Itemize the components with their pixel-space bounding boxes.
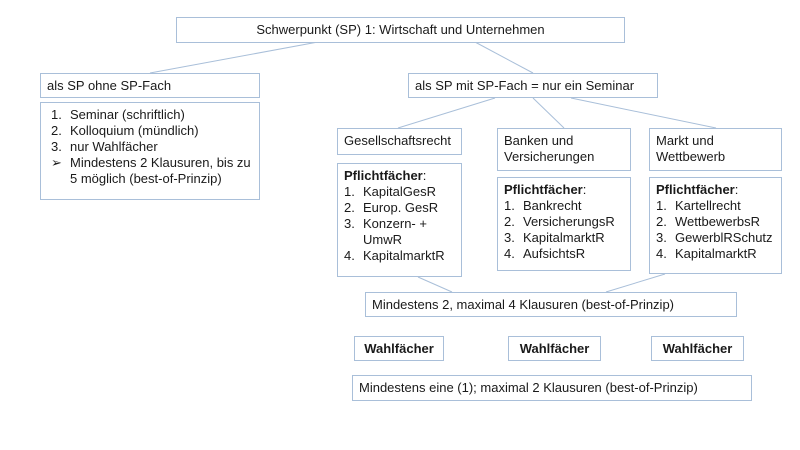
connector-root-left <box>149 41 319 74</box>
list-marker: 4. <box>656 246 667 261</box>
list-item: 2. VersicherungsR <box>504 214 624 230</box>
pflicht-rule-text: Mindestens 2, maximal 4 Klausuren (best-… <box>372 297 675 312</box>
list-text: KapitalmarktR <box>363 248 445 263</box>
list-text: Konzern- + UmwR <box>363 216 427 247</box>
list-marker: 3. <box>51 139 62 154</box>
pflicht-header: Pflichtfächer: <box>344 168 427 183</box>
list-text: VersicherungsR <box>523 214 615 229</box>
connector-right-col2 <box>532 97 565 129</box>
column-title-markt: Markt und Wettbewerb <box>649 128 782 171</box>
list-text: KapitalmarktR <box>675 246 757 261</box>
column-title: Banken und Versicherungen <box>504 133 595 164</box>
list-item: 1. Seminar (schriftlich) <box>51 107 253 123</box>
column-title-banken: Banken und Versicherungen <box>497 128 631 171</box>
arrow-bullet-icon: ➢ <box>51 155 62 170</box>
list-text: Mindestens 2 Klausuren, bis zu 5 möglich… <box>70 155 251 186</box>
list-item: 2. WettbewerbsR <box>656 214 775 230</box>
pflicht-header: Pflichtfächer: <box>504 182 587 197</box>
list-marker: 2. <box>504 214 515 229</box>
wahl-label-1: Wahlfächer <box>354 336 444 361</box>
left-branch-node: als SP ohne SP-Fach <box>40 73 260 98</box>
list-item: 3. Konzern- + UmwR <box>344 216 455 248</box>
right-branch-title: als SP mit SP-Fach = nur ein Seminar <box>415 78 635 93</box>
connector-right-col1 <box>397 97 496 129</box>
pflicht-list: 1. KapitalGesR 2. Europ. GesR 3. Konzern… <box>344 184 455 264</box>
list-item: 2. Kolloquium (mündlich) <box>51 123 253 139</box>
column-details-banken: Pflichtfächer: 1. Bankrecht 2. Versicher… <box>497 177 631 271</box>
root-title: Schwerpunkt (SP) 1: Wirtschaft und Unter… <box>256 22 545 37</box>
list-text: Europ. GesR <box>363 200 439 215</box>
list-marker: 3. <box>656 230 667 245</box>
list-marker: 2. <box>51 123 62 138</box>
list-text: WettbewerbsR <box>675 214 761 229</box>
list-item: ➢ Mindestens 2 Klausuren, bis zu 5 mögli… <box>51 155 253 187</box>
wahl-label-3: Wahlfächer <box>651 336 744 361</box>
pflicht-list: 1. Kartellrecht 2. WettbewerbsR 3. Gewer… <box>656 198 775 262</box>
list-text: KapitalGesR <box>363 184 436 199</box>
column-details-markt: Pflichtfächer: 1. Kartellrecht 2. Wettbe… <box>649 177 782 274</box>
list-marker: 3. <box>344 216 355 231</box>
column-details-gesellschaftsrecht: Pflichtfächer: 1. KapitalGesR 2. Europ. … <box>337 163 462 277</box>
list-item: 1. Kartellrecht <box>656 198 775 214</box>
list-marker: 1. <box>504 198 515 213</box>
left-details-list: 1. Seminar (schriftlich) 2. Kolloquium (… <box>51 107 253 187</box>
list-text: Kartellrecht <box>675 198 741 213</box>
wahl-label-2: Wahlfächer <box>508 336 601 361</box>
list-marker: 4. <box>504 246 515 261</box>
list-text: nur Wahlfächer <box>70 139 158 154</box>
list-item: 4. KapitalmarktR <box>344 248 455 264</box>
list-item: 4. AufsichtsR <box>504 246 624 262</box>
connector-col3-rule <box>605 273 666 293</box>
left-branch-title: als SP ohne SP-Fach <box>47 78 172 93</box>
column-title: Gesellschaftsrecht <box>344 133 451 148</box>
connector-root-right <box>474 41 534 74</box>
pflicht-list: 1. Bankrecht 2. VersicherungsR 3. Kapita… <box>504 198 624 262</box>
list-marker: 1. <box>344 184 355 199</box>
list-item: 4. KapitalmarktR <box>656 246 775 262</box>
pflicht-header: Pflichtfächer: <box>656 182 739 197</box>
list-text: Seminar (schriftlich) <box>70 107 185 122</box>
column-title-gesellschaftsrecht: Gesellschaftsrecht <box>337 128 462 155</box>
list-item: 3. nur Wahlfächer <box>51 139 253 155</box>
list-text: Bankrecht <box>523 198 582 213</box>
wahl-rule-text: Mindestens eine (1); maximal 2 Klausuren… <box>359 380 698 395</box>
list-item: 1. Bankrecht <box>504 198 624 214</box>
connector-right-col3 <box>570 97 717 129</box>
column-title: Markt und Wettbewerb <box>656 133 726 164</box>
list-text: GewerblRSchutz <box>675 230 773 245</box>
list-item: 1. KapitalGesR <box>344 184 455 200</box>
connector-col1-rule <box>417 276 453 293</box>
list-marker: 3. <box>504 230 515 245</box>
list-marker: 1. <box>656 198 667 213</box>
list-text: KapitalmarktR <box>523 230 605 245</box>
root-node: Schwerpunkt (SP) 1: Wirtschaft und Unter… <box>176 17 625 43</box>
list-item: 3. GewerblRSchutz <box>656 230 775 246</box>
right-branch-node: als SP mit SP-Fach = nur ein Seminar <box>408 73 658 98</box>
wahl-rule-box: Mindestens eine (1); maximal 2 Klausuren… <box>352 375 752 401</box>
list-marker: 4. <box>344 248 355 263</box>
list-text: AufsichtsR <box>523 246 586 261</box>
list-item: 3. KapitalmarktR <box>504 230 624 246</box>
list-marker: 2. <box>344 200 355 215</box>
left-details-box: 1. Seminar (schriftlich) 2. Kolloquium (… <box>40 102 260 200</box>
list-marker: 2. <box>656 214 667 229</box>
pflicht-rule-box: Mindestens 2, maximal 4 Klausuren (best-… <box>365 292 737 317</box>
list-marker: 1. <box>51 107 62 122</box>
list-text: Kolloquium (mündlich) <box>70 123 199 138</box>
list-item: 2. Europ. GesR <box>344 200 455 216</box>
